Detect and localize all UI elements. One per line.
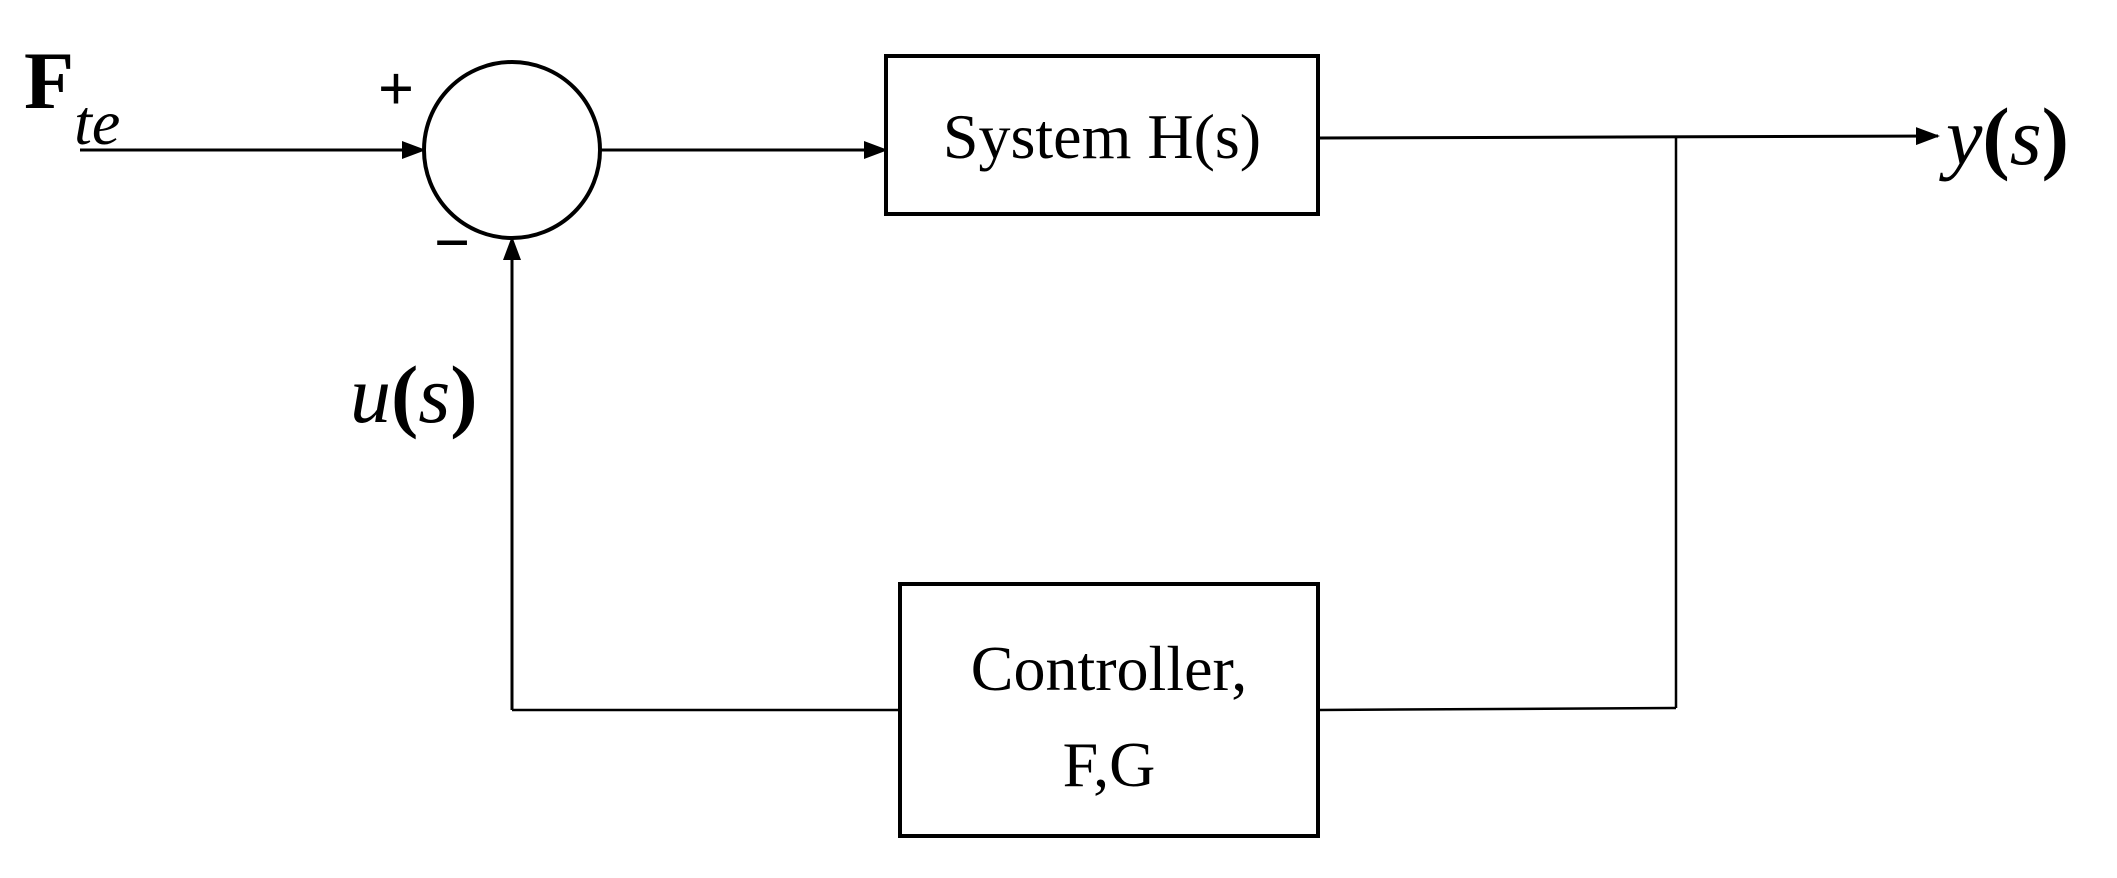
control-signal-label: u(s) (350, 349, 478, 440)
plus-sign: + (378, 53, 414, 124)
system-block (884, 54, 1320, 216)
output-signal-var: y (1939, 91, 1983, 182)
control-signal-close-paren: ) (450, 349, 477, 440)
input-signal-main: F (24, 35, 74, 126)
feedback-to-controller-line (1317, 706, 1677, 712)
control-signal-open-paren: ( (391, 349, 418, 440)
controller-block-label-line1: Controller, (971, 633, 1248, 704)
output-signal-arg: s (2010, 91, 2042, 182)
output-signal-open-paren: ( (1982, 91, 2009, 182)
controller-block-label-line2: F,G (1063, 729, 1156, 800)
control-signal-var: u (350, 349, 391, 440)
output-signal-label: y(s) (1939, 91, 2069, 182)
input-signal-subscript: te (74, 87, 120, 158)
output-signal-close-paren: ) (2042, 91, 2069, 182)
input-signal-label: Fte (24, 35, 120, 158)
system-block-label: System H(s) (943, 101, 1261, 172)
output-line (1317, 127, 1940, 146)
minus-sign: − (434, 207, 470, 278)
control-signal-arg: s (418, 349, 450, 440)
